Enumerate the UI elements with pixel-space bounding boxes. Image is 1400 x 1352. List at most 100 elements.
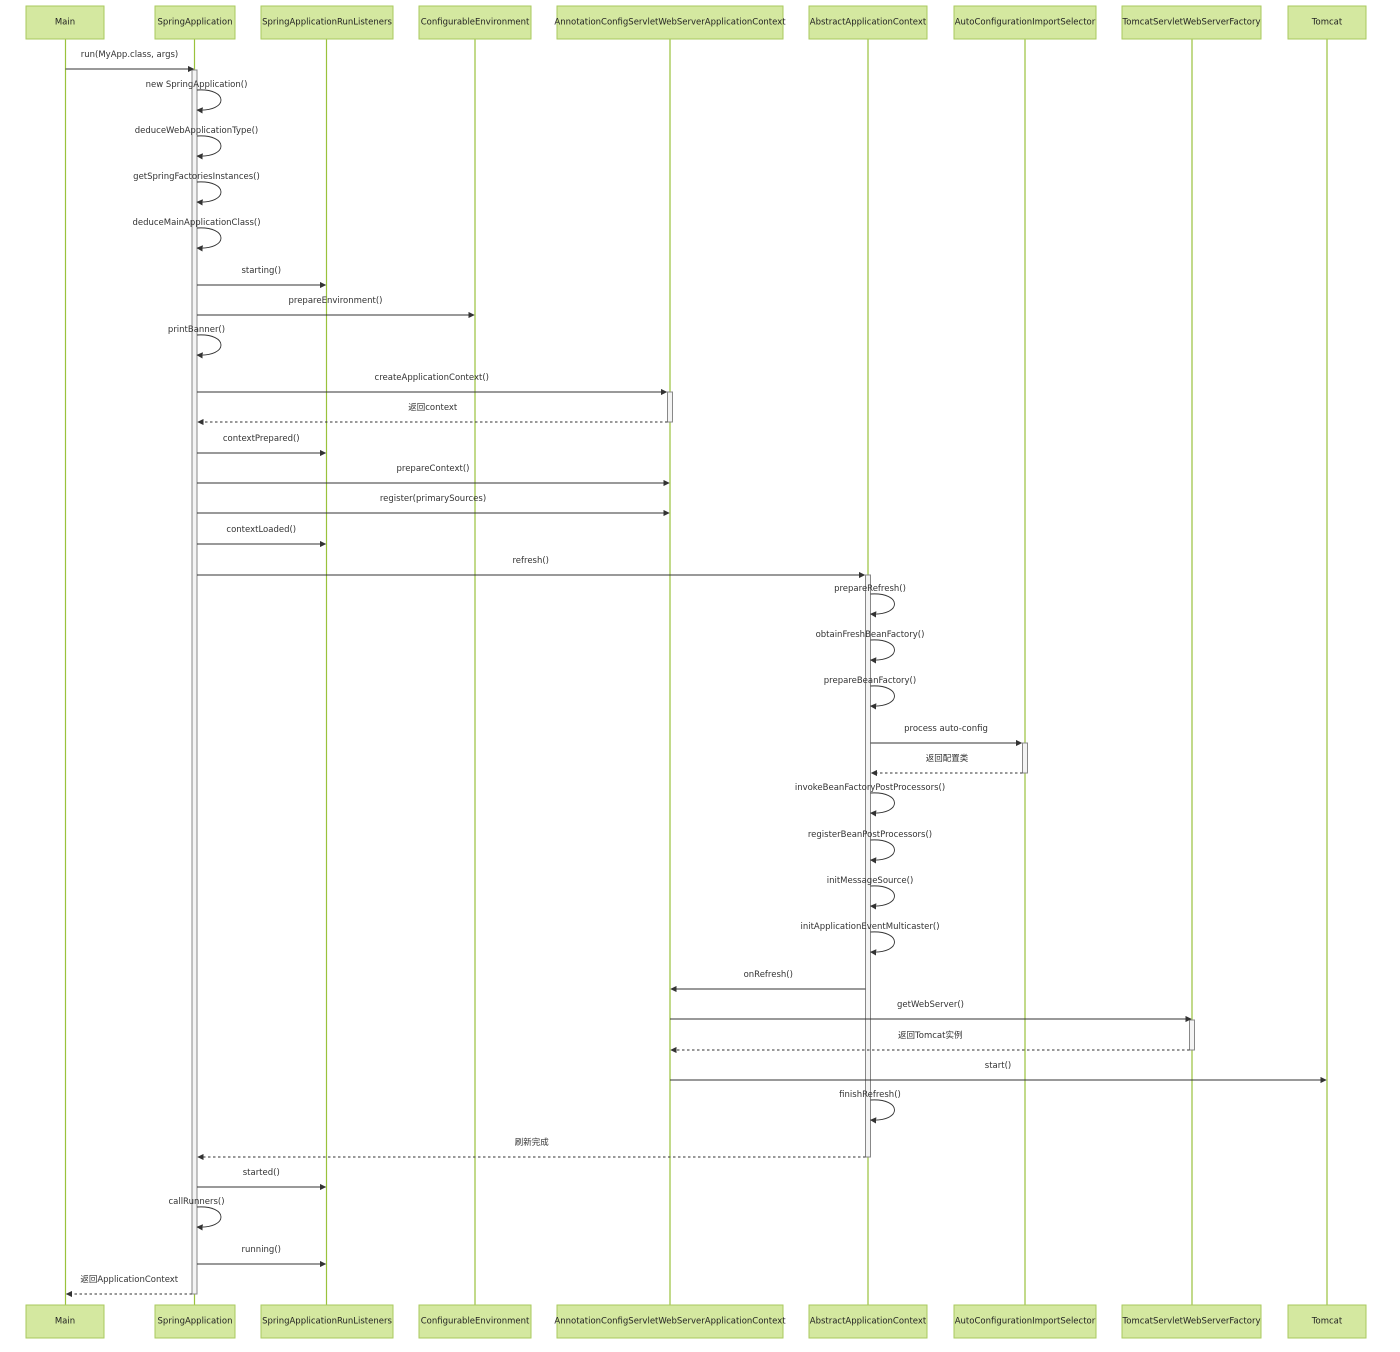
participant-label: SpringApplication (158, 1317, 233, 1327)
participant-label: AutoConfigurationImportSelector (955, 18, 1096, 28)
participant-label: ConfigurableEnvironment (421, 1317, 530, 1327)
message-label: getWebServer() (897, 1000, 964, 1010)
message-label: deduceMainApplicationClass() (132, 218, 260, 228)
participant-tomcat-top: Tomcat (1287, 5, 1367, 40)
message-run-my-app-class-args: run(MyApp.class, args) (65, 50, 195, 73)
message-label: register(primarySources) (380, 494, 486, 504)
message-label: printBanner() (168, 325, 225, 335)
participant-abstract-application-context-bottom: AbstractApplicationContext (808, 1304, 928, 1339)
participants-bottom: Main SpringApplication SpringApplicationRu… (25, 1304, 1367, 1339)
self-call-arrow (196, 89, 222, 114)
message-label: 返回context (408, 402, 458, 413)
self-call-arrow (196, 135, 222, 160)
message-init-application-event-multicaster: initApplicationEventMulticaster() (800, 922, 940, 956)
message-label: invokeBeanFactoryPostProcessors() (795, 783, 945, 793)
participant-label: TomcatServletWebServerFactory (1122, 18, 1261, 28)
participant-box (953, 5, 1097, 40)
message-label: onRefresh() (744, 970, 793, 980)
self-call-arrow (869, 885, 895, 910)
message-get-spring-factories-instances: getSpringFactoriesInstances() (133, 172, 260, 206)
participant-label: AnnotationConfigServletWebServerApplicat… (554, 1317, 786, 1327)
message-label: createApplicationContext() (375, 373, 489, 383)
participant-box (1121, 5, 1262, 40)
participant-label: SpringApplicationRunListeners (262, 18, 392, 28)
message-starting: starting() (197, 266, 327, 289)
message-label: 返回ApplicationContext (80, 1274, 178, 1285)
message-item: 刷新完成 (197, 1137, 866, 1161)
message-tomcat: 返回Tomcat实例 (670, 1030, 1190, 1054)
message-label: run(MyApp.class, args) (81, 50, 178, 60)
participant-auto-configuration-import-selector-top: AutoConfigurationImportSelector (953, 5, 1097, 40)
message-prepare-refresh: prepareRefresh() (834, 584, 906, 618)
message-label: prepareBeanFactory() (824, 676, 916, 686)
message-label: 刷新完成 (515, 1137, 550, 1148)
self-call-arrow (196, 1206, 222, 1231)
participant-tomcat-servlet-web-server-factory-top: TomcatServletWebServerFactory (1121, 5, 1262, 40)
message-context: 返回context (197, 402, 668, 426)
participant-tomcat-servlet-web-server-factory-bottom: TomcatServletWebServerFactory (1121, 1304, 1262, 1339)
message-context-loaded: contextLoaded() (197, 525, 327, 548)
participant-box (808, 5, 928, 40)
participant-box (556, 1304, 784, 1339)
message-label: 返回Tomcat实例 (898, 1030, 962, 1041)
message-label: initApplicationEventMulticaster() (800, 922, 939, 932)
participant-main-bottom: Main (25, 1304, 105, 1339)
message-start: start() (670, 1061, 1327, 1084)
participant-main-top: Main (25, 5, 105, 40)
message-invoke-bean-factory-post-processors: invokeBeanFactoryPostProcessors() (795, 783, 945, 817)
activation-bar-acis (1022, 742, 1028, 774)
message-label: new SpringApplication() (146, 80, 248, 90)
participant-configurable-environment-top: ConfigurableEnvironment (418, 5, 532, 40)
message-label: obtainFreshBeanFactory() (816, 630, 925, 640)
message-init-message-source: initMessageSource() (827, 876, 913, 910)
message-prepare-bean-factory: prepareBeanFactory() (824, 676, 916, 710)
message-label: starting() (241, 266, 281, 276)
participant-box (1121, 1304, 1262, 1339)
participant-label: Tomcat (1311, 18, 1343, 28)
message-print-banner: printBanner() (168, 325, 225, 359)
self-call-arrow (196, 181, 222, 206)
participant-label: AbstractApplicationContext (810, 1317, 927, 1327)
activation-bar-aac (865, 574, 871, 1158)
participant-box (953, 1304, 1097, 1339)
participant-box (556, 5, 784, 40)
participant-box (808, 1304, 928, 1339)
participant-tomcat-bottom: Tomcat (1287, 1304, 1367, 1339)
message-label: contextLoaded() (226, 525, 296, 535)
message-label: prepareEnvironment() (289, 296, 383, 306)
activation-bar-tsw (1189, 1019, 1195, 1051)
participant-box (1287, 5, 1367, 40)
message-deduce-main-application-class: deduceMainApplicationClass() (132, 218, 261, 252)
message-started: started() (197, 1168, 327, 1191)
message-label: getSpringFactoriesInstances() (133, 172, 260, 182)
self-call-arrow (869, 593, 895, 618)
self-call-arrow (869, 639, 895, 664)
self-call-arrow (869, 685, 895, 710)
participant-box (1287, 1304, 1367, 1339)
participant-label: Main (55, 1317, 75, 1327)
message-get-web-server: getWebServer() (670, 1000, 1192, 1023)
participant-label: SpringApplicationRunListeners (262, 1317, 392, 1327)
message-create-application-context: createApplicationContext() (197, 373, 668, 396)
message-label: 返回配置类 (926, 753, 969, 764)
participant-spring-application-run-listeners-top: SpringApplicationRunListeners (260, 5, 394, 40)
participant-label: Main (55, 18, 75, 28)
participant-annotation-config-servlet-web-server-application-context-top: AnnotationConfigServletWebServerApplicat… (554, 5, 786, 40)
participant-box (154, 5, 236, 40)
participant-label: AutoConfigurationImportSelector (955, 1317, 1096, 1327)
lifelines (64, 39, 1328, 1305)
participant-auto-configuration-import-selector-bottom: AutoConfigurationImportSelector (953, 1304, 1097, 1339)
message-label: finishRefresh() (839, 1090, 901, 1100)
participant-spring-application-run-listeners-bottom: SpringApplicationRunListeners (260, 1304, 394, 1339)
message-label: prepareContext() (396, 464, 469, 474)
participant-label: ConfigurableEnvironment (421, 18, 530, 28)
self-call-arrow (196, 334, 222, 359)
message-prepare-context: prepareContext() (197, 464, 670, 487)
participant-spring-application-bottom: SpringApplication (154, 1304, 236, 1339)
participant-label: AnnotationConfigServletWebServerApplicat… (554, 18, 786, 28)
message-new-spring-application: new SpringApplication() (146, 80, 248, 114)
message-finish-refresh: finishRefresh() (839, 1090, 901, 1124)
message-label: callRunners() (168, 1197, 224, 1207)
participant-label: Tomcat (1311, 1317, 1343, 1327)
